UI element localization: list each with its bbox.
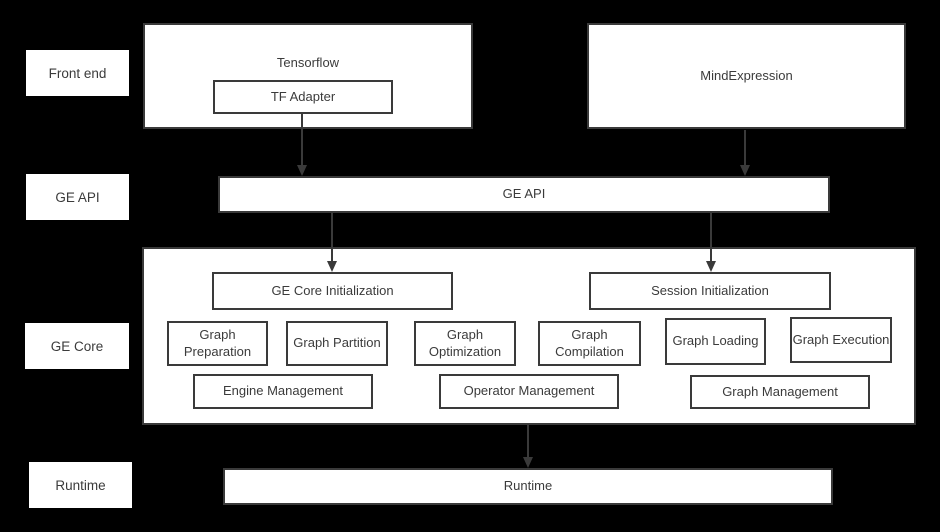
tensorflow-box: Tensorflow TF Adapter xyxy=(143,23,473,129)
rail-label-front-end: Front end xyxy=(26,50,129,96)
arrow-tf-adapter-to-ge-api xyxy=(297,114,307,176)
graph-partition-label: Graph Partition xyxy=(293,335,381,351)
arrow-stem xyxy=(744,130,746,165)
arrow-down-icon xyxy=(523,457,533,468)
arrow-ge-core-to-runtime xyxy=(523,425,533,468)
arrow-stem xyxy=(710,213,712,261)
tf-adapter-box: TF Adapter xyxy=(213,80,393,114)
graph-optimization-box: Graph Optimization xyxy=(414,321,516,366)
graph-execution-box: Graph Execution xyxy=(790,317,892,363)
arrow-down-icon xyxy=(740,165,750,176)
rail-label-runtime: Runtime xyxy=(29,462,132,508)
ge-core-initialization-label: GE Core Initialization xyxy=(271,282,394,298)
ge-core-initialization-box: GE Core Initialization xyxy=(212,272,453,310)
graph-preparation-box: Graph Preparation xyxy=(167,321,268,366)
engine-management-box: Engine Management xyxy=(193,374,373,409)
mindexpression-label: MindExpression xyxy=(700,67,793,83)
session-initialization-box: Session Initialization xyxy=(589,272,831,310)
graph-optimization-label: Graph Optimization xyxy=(428,327,502,359)
runtime-label: Runtime xyxy=(503,478,553,494)
arrow-ge-api-to-ge-core-initialization xyxy=(327,213,337,272)
mindexpression-box: MindExpression xyxy=(587,23,906,129)
graph-execution-label: Graph Execution xyxy=(792,331,890,347)
arrow-stem xyxy=(331,213,333,261)
graph-loading-label: Graph Loading xyxy=(672,333,759,349)
runtime-bar: Runtime xyxy=(223,468,833,505)
graph-partition-box: Graph Partition xyxy=(286,321,388,366)
tf-adapter-label: TF Adapter xyxy=(270,88,336,104)
arrow-stem xyxy=(527,425,529,457)
rail-label-ge-api: GE API xyxy=(26,174,129,220)
graph-loading-box: Graph Loading xyxy=(665,318,766,365)
operator-management-label: Operator Management xyxy=(463,383,595,399)
arrow-down-icon xyxy=(706,261,716,272)
rail-label-ge-core: GE Core xyxy=(25,323,129,369)
graph-management-box: Graph Management xyxy=(690,375,870,409)
arrow-down-icon xyxy=(327,261,337,272)
tensorflow-label: Tensorflow xyxy=(276,55,340,70)
operator-management-box: Operator Management xyxy=(439,374,619,409)
arrow-stem xyxy=(301,114,303,165)
engine-management-label: Engine Management xyxy=(223,383,343,399)
session-initialization-label: Session Initialization xyxy=(651,282,769,298)
arrow-down-icon xyxy=(297,165,307,176)
ge-api-label: GE API xyxy=(502,186,546,202)
graph-preparation-label: Graph Preparation xyxy=(183,327,252,359)
arrow-ge-api-to-session-initialization xyxy=(706,213,716,272)
graph-compilation-box: Graph Compilation xyxy=(538,321,641,366)
arrow-mindexpression-to-ge-api xyxy=(740,130,750,176)
graph-management-label: Graph Management xyxy=(722,383,838,399)
graph-compilation-label: Graph Compilation xyxy=(555,327,624,359)
ge-api-bar: GE API xyxy=(218,176,830,213)
